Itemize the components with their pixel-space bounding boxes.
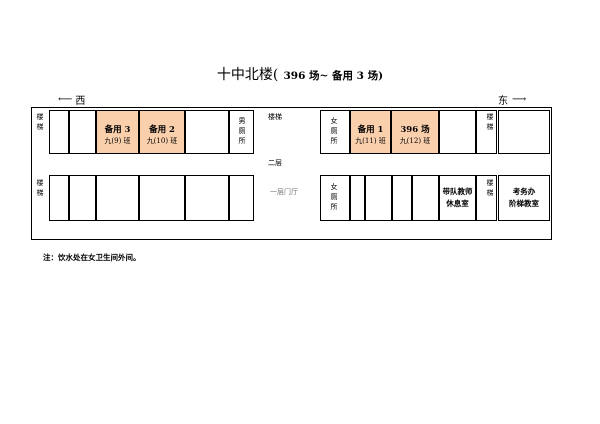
room-lower-2 xyxy=(69,175,96,221)
floor-plan: 楼梯 备用 3 九(9) 班 备用 2 九(10) 班 男厕所 楼梯 女厕所 备… xyxy=(31,107,552,240)
men-restroom: 男厕所 xyxy=(238,117,246,145)
room-class: 九(9) 班 xyxy=(104,137,131,145)
room-lower-6 xyxy=(229,175,254,221)
room-lower-8 xyxy=(350,175,365,221)
room-lower-women xyxy=(320,175,350,221)
title-main: 十中北楼( xyxy=(216,67,279,83)
leader-room-line1: 带队教师 xyxy=(442,187,473,196)
room-lower-11 xyxy=(412,175,439,221)
room-upper-12 xyxy=(476,110,497,154)
room-label: 396 场 xyxy=(400,125,430,135)
stairs-upper-center: 楼梯 xyxy=(268,113,282,121)
exam-office-line2: 阶梯教室 xyxy=(509,199,539,208)
stairs-upper-left: 楼梯 xyxy=(36,113,44,131)
room-lower-9 xyxy=(365,175,392,221)
exam-room-396: 396 场 九(12) 班 xyxy=(391,110,439,154)
floor-label: 二层 xyxy=(268,159,282,167)
east-indicator: 东 ⟶ xyxy=(498,92,526,107)
room-class: 九(12) 班 xyxy=(399,137,431,145)
room-label: 备用 1 xyxy=(357,125,384,135)
east-arrow-icon: ⟶ xyxy=(512,94,526,105)
room-lower-4 xyxy=(139,175,185,221)
room-upper-2 xyxy=(69,110,96,154)
room-upper-13 xyxy=(498,110,550,154)
leader-room-line2: 休息室 xyxy=(446,199,469,208)
east-label: 东 xyxy=(498,96,508,107)
west-label: 西 xyxy=(75,96,86,107)
room-label: 备用 2 xyxy=(149,125,175,135)
west-indicator: ⟵ 西 xyxy=(58,92,85,107)
room-lower-3 xyxy=(96,175,139,221)
exam-office-room: 考务办 阶梯教室 xyxy=(498,175,550,221)
room-upper-5 xyxy=(185,110,229,154)
room-upper-women xyxy=(320,110,350,154)
stairs-upper-right: 楼梯 xyxy=(486,113,494,131)
stairs-lower-right: 楼梯 xyxy=(486,179,494,197)
page-title: 十中北楼( 396 场~ 备用 3 场) xyxy=(0,64,600,84)
room-upper-6 xyxy=(229,110,254,154)
lobby-label: 一层门厅 xyxy=(270,188,298,196)
room-lower-10 xyxy=(392,175,412,221)
exam-room-backup-2: 备用 2 九(10) 班 xyxy=(139,110,185,154)
women-restroom-lower: 女厕所 xyxy=(330,183,338,211)
exam-room-backup-3: 备用 3 九(9) 班 xyxy=(96,110,139,154)
leader-teacher-room: 带队教师 休息室 xyxy=(439,175,476,221)
footnote: 注：饮水处在女卫生间外间。 xyxy=(43,253,141,262)
women-restroom-upper: 女厕所 xyxy=(330,117,338,145)
room-upper-1 xyxy=(49,110,69,154)
room-lower-1 xyxy=(49,175,69,221)
room-class: 九(11) 班 xyxy=(355,137,386,145)
title-sub: 396 场~ 备用 3 场) xyxy=(283,70,384,82)
room-label: 备用 3 xyxy=(104,125,131,135)
room-lower-5 xyxy=(185,175,229,221)
room-lower-stairs xyxy=(476,175,497,221)
exam-office-line1: 考务办 xyxy=(512,187,536,196)
west-arrow-icon: ⟵ xyxy=(58,94,72,105)
room-upper-11 xyxy=(439,110,476,154)
exam-room-backup-1: 备用 1 九(11) 班 xyxy=(350,110,391,154)
room-class: 九(10) 班 xyxy=(146,137,178,145)
stairs-lower-left: 楼梯 xyxy=(36,179,44,197)
